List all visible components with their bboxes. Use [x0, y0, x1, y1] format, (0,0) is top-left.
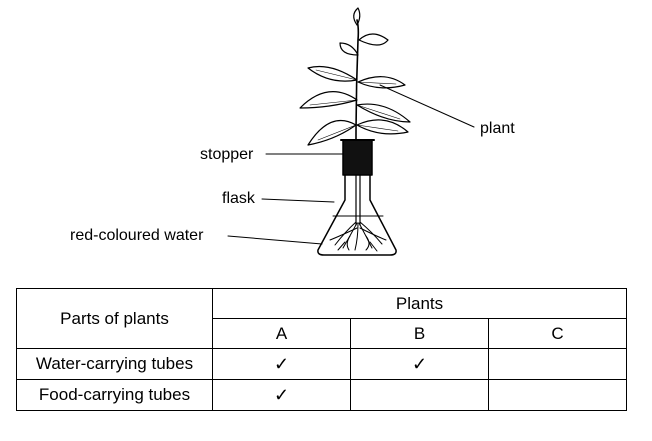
row-label: Water-carrying tubes [16, 348, 213, 380]
group-header-cell: Plants [212, 288, 627, 319]
water-leader [227, 235, 323, 245]
label-water: red-coloured water [70, 227, 204, 244]
column-header-a: A [212, 318, 351, 349]
column-header-c: C [488, 318, 627, 349]
leaves [299, 7, 411, 146]
row-label: Food-carrying tubes [16, 379, 213, 411]
table-row: Water-carrying tubes ✓ ✓ [16, 348, 627, 380]
flask-leader [261, 198, 335, 203]
roots [329, 221, 387, 252]
label-flask: flask [222, 190, 255, 207]
cell-b [350, 379, 489, 411]
stem [355, 19, 360, 141]
cell-a: ✓ [212, 379, 351, 411]
label-stopper: stopper [200, 146, 254, 163]
column-header-b: B [350, 318, 489, 349]
label-plant: plant [480, 120, 515, 137]
cell-c [488, 348, 627, 380]
table-row: Food-carrying tubes ✓ [16, 379, 627, 411]
plant-flask-diagram [227, 7, 475, 256]
cell-c [488, 379, 627, 411]
row-header-cell: Parts of plants [16, 288, 213, 349]
plants-table: Parts of plants Plants A B C Water-carry… [16, 288, 627, 411]
flask-outline [317, 174, 397, 256]
plant-leader [379, 84, 475, 128]
cell-a: ✓ [212, 348, 351, 380]
stopper [342, 139, 373, 176]
cell-b: ✓ [350, 348, 489, 380]
